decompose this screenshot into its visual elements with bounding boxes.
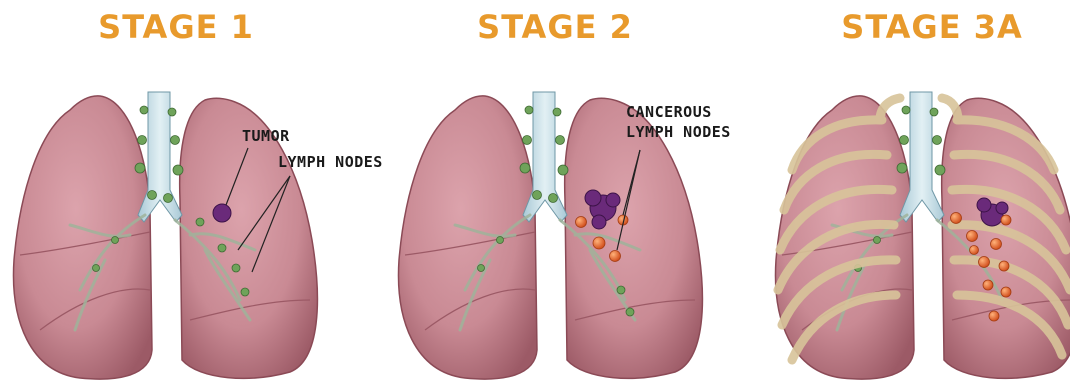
lymph-nodes-label: LYMPH NODES xyxy=(278,153,383,172)
cancerous-lymph-nodes-label: LYMPH NODES xyxy=(626,123,731,142)
tumor-label: TUMOR xyxy=(242,127,290,146)
cancerous-label: CANCEROUS xyxy=(626,103,712,122)
tumor-marker xyxy=(213,204,231,222)
stage-3a-lungs xyxy=(776,92,1070,379)
